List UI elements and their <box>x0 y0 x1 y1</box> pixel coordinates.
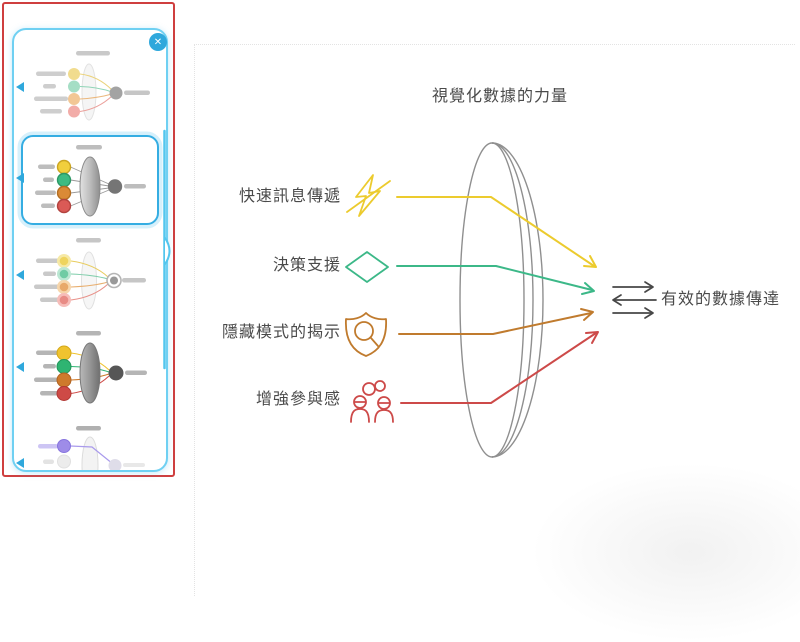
variant-thumbnail-4[interactable] <box>34 331 147 404</box>
variant-pointer-icon <box>16 270 24 280</box>
canvas-dotted-guide-horizontal <box>194 44 795 45</box>
panel-collapse-handle[interactable] <box>163 237 177 265</box>
variant-pointer-icon <box>16 173 24 183</box>
variant-thumbnail-2-selected[interactable] <box>17 131 163 229</box>
variant-pointer-icon <box>16 362 24 372</box>
close-icon: ✕ <box>153 36 163 48</box>
diagram-canvas <box>396 142 657 458</box>
variant-thumbnail-3[interactable] <box>34 238 146 310</box>
connector-hidden-patterns <box>398 308 594 335</box>
people-icon[interactable] <box>347 378 397 424</box>
item-label-decision[interactable]: 決策支援 <box>272 257 341 274</box>
item-label-hidden-patterns[interactable]: 隱藏模式的揭示 <box>221 324 341 341</box>
shield-magnifier-icon[interactable] <box>343 310 389 358</box>
connector-engagement <box>400 331 599 404</box>
connector-fast-message <box>396 196 597 268</box>
canvas-dotted-guide-vertical <box>194 44 195 596</box>
result-label[interactable]: 有效的數據傳達 <box>661 291 781 308</box>
lens-shape[interactable] <box>459 142 544 458</box>
variants-list <box>16 51 166 472</box>
close-button[interactable]: ✕ <box>149 33 167 51</box>
variant-pointer-icon <box>16 458 24 468</box>
diamond-icon[interactable] <box>344 250 390 284</box>
connector-decision <box>396 265 595 295</box>
template-variants-panel <box>12 28 168 472</box>
item-label-fast-message[interactable]: 快速訊息傳遞 <box>238 188 341 205</box>
variant-thumbnail-5[interactable] <box>38 426 145 472</box>
diagram-title[interactable]: 視覺化數據的力量 <box>431 88 568 105</box>
variant-thumbnail-1[interactable] <box>34 51 150 121</box>
exchange-arrows-icon[interactable] <box>612 281 657 319</box>
lightning-icon[interactable] <box>343 172 395 220</box>
variant-pointer-icon <box>16 82 24 92</box>
item-label-engagement[interactable]: 增強參與感 <box>255 391 341 408</box>
